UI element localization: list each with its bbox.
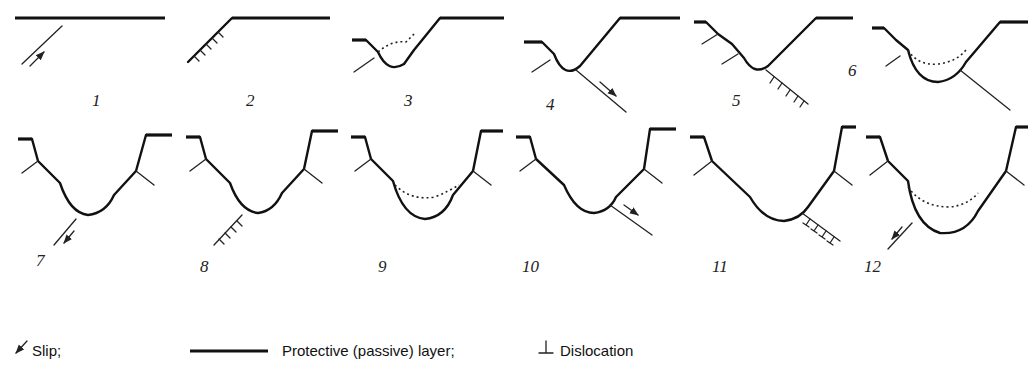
stage-10-figure <box>516 129 676 235</box>
stage-number: 8 <box>200 258 209 275</box>
stage-7-figure <box>18 135 172 245</box>
stage-12-figure <box>866 127 1028 249</box>
stage-5-figure <box>694 18 853 107</box>
stage-11-figure <box>690 127 856 245</box>
stage-4-figure <box>524 18 680 112</box>
stage-number: 1 <box>92 92 101 109</box>
stage-number: 5 <box>732 92 741 109</box>
stage-number: 7 <box>36 252 45 269</box>
legend-text: Dislocation <box>560 342 633 360</box>
stage-number: 9 <box>378 258 387 275</box>
stage-number: 3 <box>404 92 413 109</box>
stage-6-figure <box>872 22 1028 110</box>
stage-number: 2 <box>246 92 255 109</box>
legend-text: Slip; <box>32 342 61 360</box>
slip-symbol <box>16 341 27 353</box>
stage-8-figure <box>186 131 338 245</box>
stage-3-figure <box>352 18 504 72</box>
stage-number: 12 <box>864 258 881 275</box>
stage-number: 10 <box>522 258 539 275</box>
passive-layer-sample <box>190 349 268 352</box>
stage-number: 6 <box>848 62 857 79</box>
stage-1-figure <box>15 18 165 66</box>
stage-9-figure <box>351 131 503 219</box>
legend-text: Protective (passive) layer; <box>282 342 455 360</box>
stage-number: 4 <box>546 96 555 113</box>
stage-2-figure <box>188 18 330 62</box>
stage-number: 11 <box>712 258 728 275</box>
dislocation-symbol <box>539 341 553 353</box>
